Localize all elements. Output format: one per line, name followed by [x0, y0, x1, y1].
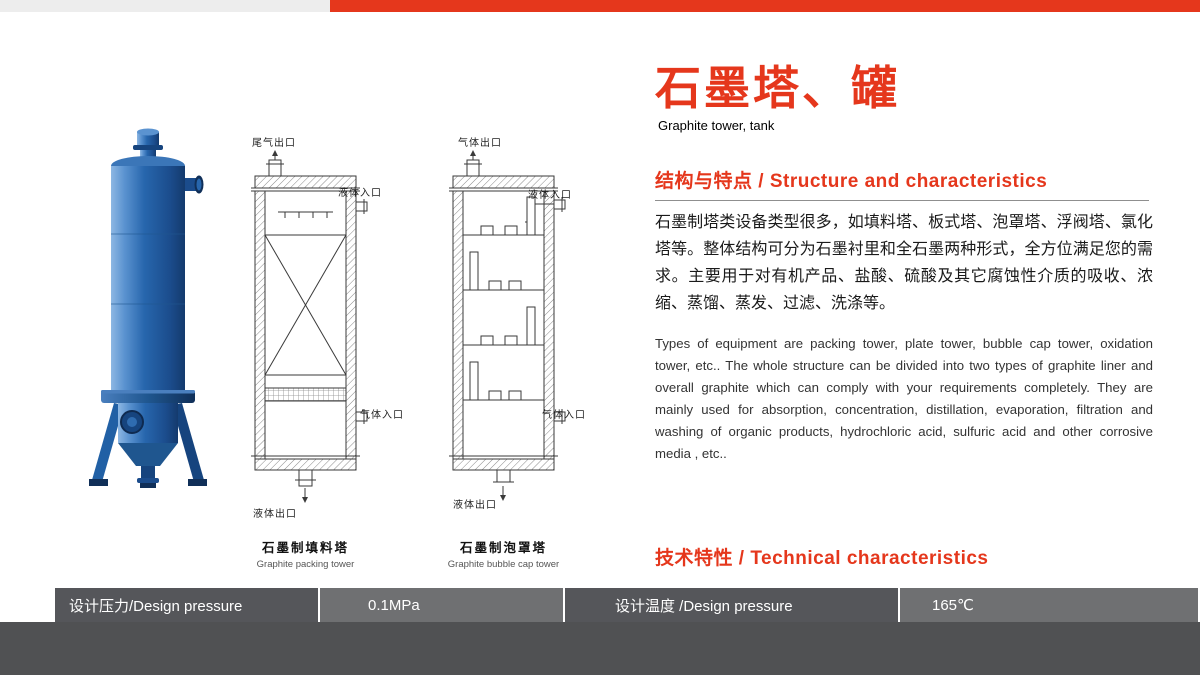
- spec-design-pressure-value: 0.1MPa: [320, 588, 563, 622]
- fig2-label-gas-outlet: 气体出口: [458, 138, 502, 149]
- fig1-label-liquid-outlet: 液体出口: [253, 509, 297, 520]
- fig2-caption: 石墨制泡罩塔 Graphite bubble cap tower: [441, 537, 566, 570]
- fig2-caption-cn: 石墨制泡罩塔: [459, 541, 547, 555]
- bottom-strip: [0, 622, 1200, 675]
- fig2-caption-en: Graphite bubble cap tower: [447, 559, 560, 570]
- tower-photo-image: [89, 128, 207, 488]
- packing-tower-drawing: [251, 150, 368, 503]
- structure-section-heading: 结构与特点 / Structure and characteristics: [655, 171, 1048, 192]
- structure-paragraph-cn: 石墨制塔类设备类型很多，如填料塔、板式塔、泡罩塔、浮阀塔、氯化塔等。整体结构可分…: [655, 214, 1153, 312]
- fig2-label-gas-inlet: 气体入口: [542, 410, 586, 421]
- structure-paragraph-en: Types of equipment are packing tower, pl…: [655, 336, 1153, 461]
- spec-design-temperature-label: 设计温度 /Design pressure: [565, 588, 898, 622]
- section-divider: [655, 200, 1149, 201]
- spec-design-pressure-label: 设计压力/Design pressure: [55, 588, 318, 622]
- fig1-caption-en: Graphite packing tower: [256, 559, 355, 570]
- fig1-caption: 石墨制填料塔 Graphite packing tower: [243, 537, 368, 570]
- bubble-cap-tower-diagram: [441, 150, 566, 505]
- fig1-label-tail-gas-outlet: 尾气出口: [252, 138, 296, 149]
- fig2-label-liquid-inlet: 液体入口: [528, 190, 572, 201]
- top-accent-bar: [330, 0, 1200, 12]
- tower-photo: [88, 122, 208, 500]
- top-bar-left-segment: [0, 0, 330, 12]
- technical-section-heading: 技术特性 / Technical characteristics: [655, 548, 989, 569]
- fig1-label-liquid-inlet: 液体入口: [338, 188, 382, 199]
- fig1-caption-cn: 石墨制填料塔: [261, 541, 349, 555]
- spec-table: 设计压力/Design pressure 0.1MPa 设计温度 /Design…: [55, 588, 1200, 622]
- fig2-label-liquid-outlet: 液体出口: [453, 500, 497, 511]
- packing-tower-diagram: [243, 150, 368, 505]
- bubble-cap-tower-drawing: [449, 150, 566, 501]
- spec-design-temperature-value: 165℃: [900, 588, 1198, 622]
- fig1-label-gas-inlet: 气体入口: [360, 410, 404, 421]
- page-subtitle: Graphite tower, tank: [658, 118, 775, 133]
- page-title: 石墨塔、罐: [655, 61, 900, 115]
